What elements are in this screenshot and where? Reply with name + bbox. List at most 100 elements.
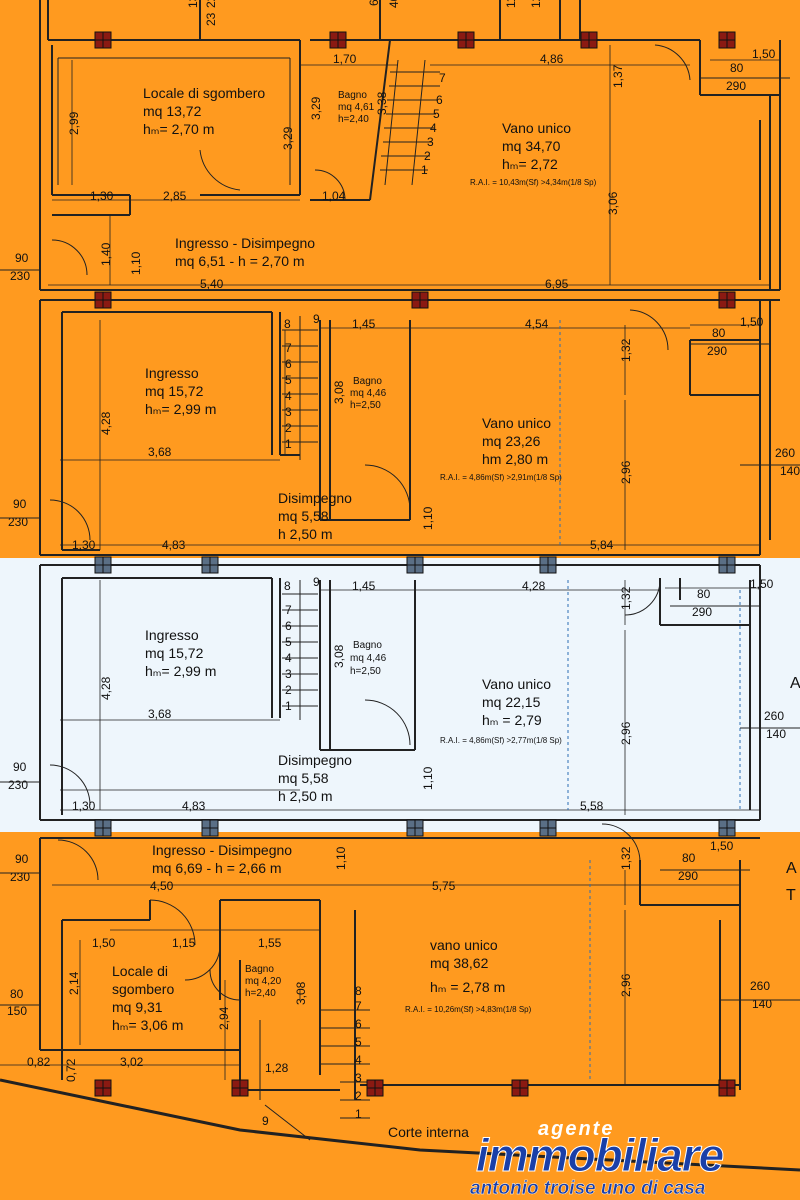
column-blue-cross bbox=[95, 820, 111, 836]
f3-vano-rai: R.A.I. = 4,86m(Sf) >2,77m(1/8 Sp) bbox=[440, 736, 562, 745]
f4-w140: 140 bbox=[752, 997, 772, 1011]
f4-vano-height: hₘ = 2,78 m bbox=[430, 979, 505, 995]
top-frag-12: 12 bbox=[529, 0, 543, 8]
f2-dim-584: 5,84 bbox=[590, 538, 614, 552]
step-number: 2 bbox=[285, 421, 292, 435]
f3-vano-area: mq 22,15 bbox=[482, 694, 541, 710]
f1-w80: 80 bbox=[730, 61, 744, 75]
f1-sgombero-name: Locale di sgombero bbox=[143, 85, 265, 101]
step-number: 3 bbox=[285, 405, 292, 419]
f4-w80: 80 bbox=[682, 851, 696, 865]
f4-w150: 150 bbox=[7, 1004, 27, 1018]
f3-dim-428top: 4,28 bbox=[522, 579, 546, 593]
f1-bagno-height: h=2,40 bbox=[338, 114, 369, 125]
f2-dim-428: 4,28 bbox=[99, 411, 113, 435]
agency-logo: agente immobiliare antonio troise uno di… bbox=[470, 1118, 790, 1200]
step-number: 7 bbox=[439, 71, 446, 85]
top-frag-23: 23 bbox=[204, 12, 218, 26]
side-letter-a2: A bbox=[786, 860, 797, 877]
f1-sgombero-area: mq 13,72 bbox=[143, 103, 202, 119]
f4-dim-296: 2,96 bbox=[619, 973, 633, 997]
step-number: 1 bbox=[355, 1107, 362, 1121]
f2-dim-296: 2,96 bbox=[619, 460, 633, 484]
step-number: 2 bbox=[355, 1089, 362, 1103]
f4-sgombero-name2: sgombero bbox=[112, 981, 174, 997]
floor3-walls bbox=[39, 564, 761, 821]
top-frag-13: 13 bbox=[186, 0, 200, 8]
band-middle bbox=[0, 558, 800, 832]
f1-dim-137: 1,37 bbox=[611, 64, 625, 88]
f2-vano-rai: R.A.I. = 4,86m(Sf) >2,91m(1/8 Sp) bbox=[440, 473, 562, 482]
f3-bagno-name: Bagno bbox=[353, 640, 382, 651]
f3-w90: 90 bbox=[13, 760, 27, 774]
f4-bagno-height: h=2,40 bbox=[245, 988, 276, 999]
column-red-cross bbox=[512, 1080, 528, 1096]
columns-blue bbox=[94, 556, 736, 837]
step-number: 9 bbox=[313, 575, 320, 589]
f4-sgombero-area: mq 9,31 bbox=[112, 999, 163, 1015]
door-swings bbox=[49, 44, 691, 1001]
f3-ingresso-name: Ingresso bbox=[145, 627, 199, 643]
f4-sgombero-height: hₘ= 3,06 m bbox=[112, 1017, 183, 1033]
column-red-cross bbox=[95, 292, 111, 308]
f3-bagno-area: mq 4,46 bbox=[350, 653, 387, 664]
f2-dim-308: 3,08 bbox=[332, 380, 346, 404]
step-number: 5 bbox=[433, 107, 440, 121]
f3-w230: 230 bbox=[8, 778, 28, 792]
f2-ingresso-height: hₘ= 2,99 m bbox=[145, 401, 216, 417]
f3-dim-132: 1,32 bbox=[619, 586, 633, 610]
f4-dim-214: 2,14 bbox=[67, 971, 81, 995]
f2-dim-454: 4,54 bbox=[525, 317, 549, 331]
f4-dim-150: 1,50 bbox=[710, 839, 734, 853]
f4-ingresso-name: Ingresso - Disimpegno bbox=[152, 842, 292, 858]
column-red-cross bbox=[719, 32, 735, 48]
f1-dim-540: 5,40 bbox=[200, 277, 224, 291]
f1-dim-104: 1,04 bbox=[322, 189, 346, 203]
f4-ingresso-detail: mq 6,69 - h = 2,66 m bbox=[152, 860, 282, 876]
column-red-cross bbox=[330, 32, 346, 48]
column-blue-cross bbox=[540, 557, 556, 573]
f1-dim-140: 1,40 bbox=[99, 242, 113, 266]
step-number: 9 bbox=[313, 312, 320, 326]
top-frag-22: 22 bbox=[204, 0, 218, 8]
f4-w230: 230 bbox=[10, 870, 30, 884]
column-red-cross bbox=[458, 32, 474, 48]
f2-dim-145: 1,45 bbox=[352, 317, 376, 331]
column-red-cross bbox=[232, 1080, 248, 1096]
step-number: 4 bbox=[285, 651, 292, 665]
f3-dim-130: 1,30 bbox=[72, 799, 96, 813]
f4-corte-name: Corte interna bbox=[388, 1124, 469, 1140]
f4-dim-110: 1,10 bbox=[334, 846, 348, 870]
step-number: 5 bbox=[355, 1035, 362, 1049]
f3-dim-308: 3,08 bbox=[332, 644, 346, 668]
f1-dim-170: 1,70 bbox=[333, 52, 357, 66]
column-blue-cross bbox=[202, 820, 218, 836]
f1-dim-285: 2,85 bbox=[163, 189, 187, 203]
column-red-cross bbox=[95, 32, 111, 48]
f3-dim-428: 4,28 bbox=[99, 676, 113, 700]
f3-ingresso-area: mq 15,72 bbox=[145, 645, 204, 661]
f4-w80b: 80 bbox=[10, 987, 24, 1001]
f1-vano-rai: R.A.I. = 10,43m(Sf) >4,34m(1/8 Sp) bbox=[470, 178, 597, 187]
f2-dim-368: 3,68 bbox=[148, 445, 172, 459]
f3-vano-name: Vano unico bbox=[482, 676, 551, 692]
f1-dim-299: 2,99 bbox=[67, 111, 81, 135]
f2-dim-150: 1,50 bbox=[740, 315, 764, 329]
f3-disimpegno-area: mq 5,58 bbox=[278, 770, 329, 786]
f3-w80: 80 bbox=[697, 587, 711, 601]
f2-w230: 230 bbox=[8, 515, 28, 529]
f4-dim-155: 1,55 bbox=[258, 936, 282, 950]
f1-dim-329b: 3,29 bbox=[309, 96, 323, 120]
floor3-stairs bbox=[282, 580, 318, 720]
band-lower bbox=[0, 832, 800, 1200]
step-number: 8 bbox=[284, 579, 291, 593]
f4-w260: 260 bbox=[750, 979, 770, 993]
band-upper bbox=[0, 0, 800, 558]
column-red-cross bbox=[719, 1080, 735, 1096]
side-letter-t1: T bbox=[786, 887, 796, 904]
